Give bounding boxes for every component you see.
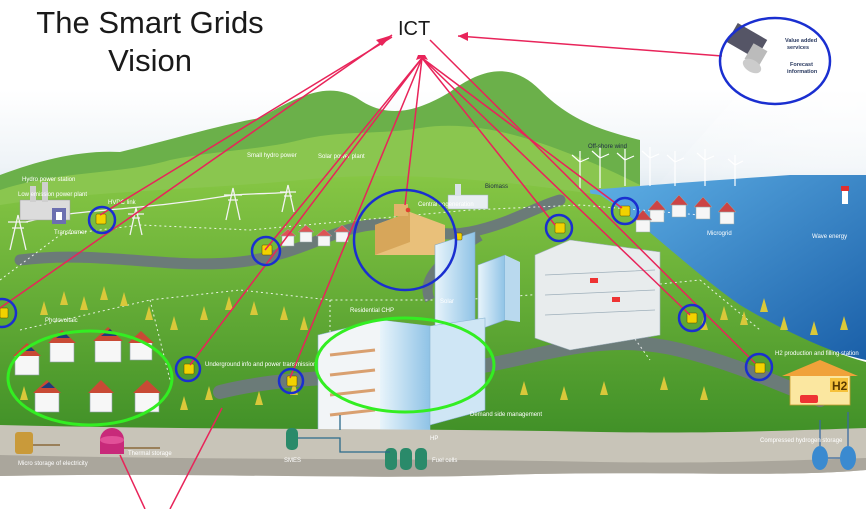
ict-hub-label: ICT [398, 18, 430, 41]
label-thermal-storage: Thermal storage [128, 451, 172, 457]
satellite-label-3: Forecast [790, 62, 813, 68]
label-offshore: Off-shore wind [588, 144, 627, 150]
label-solar: Solar [440, 299, 454, 305]
label-h2-production: H2 production and filling station [775, 351, 859, 357]
label-fuel-cells: Fuel cells [432, 458, 457, 464]
lighthouse [841, 186, 849, 204]
label-low-emission: Low emission power plant [18, 192, 87, 198]
label-biomass: Biomass [485, 184, 508, 190]
label-transformer: Transformer [54, 230, 86, 236]
label-hydro: Hydro power station [22, 177, 75, 183]
satellite-label-2: services [787, 45, 809, 51]
satellite-label-1: Value added [785, 38, 817, 44]
label-hp: HP [430, 436, 438, 442]
label-smes: SMES [284, 458, 301, 464]
label-small-hydro: Small hydro power [247, 153, 297, 159]
satellite-label-4: information [787, 69, 818, 75]
label-cogeneration: Central cogeneration [418, 202, 474, 208]
label-microgrid: Microgrid [707, 231, 732, 237]
parking-garage [535, 240, 660, 350]
label-micro-storage: Micro storage of electricity [18, 461, 88, 467]
transformer [52, 208, 66, 224]
label-demand-side: Demand side management [470, 412, 542, 418]
title-line-2: Vision [0, 42, 300, 80]
page-title: The Smart Grids Vision [0, 4, 300, 80]
label-h2-sign: H2 [832, 379, 848, 393]
label-photovoltaic: Photovoltaic [45, 318, 78, 324]
label-compressed-h2: Compressed hydrogen storage [760, 438, 843, 444]
label-wave: Wave energy [812, 234, 847, 240]
label-residential-chp: Residential CHP [350, 308, 394, 314]
label-underground: Underground info and power transmission [205, 362, 316, 368]
title-line-1: The Smart Grids [0, 4, 300, 42]
